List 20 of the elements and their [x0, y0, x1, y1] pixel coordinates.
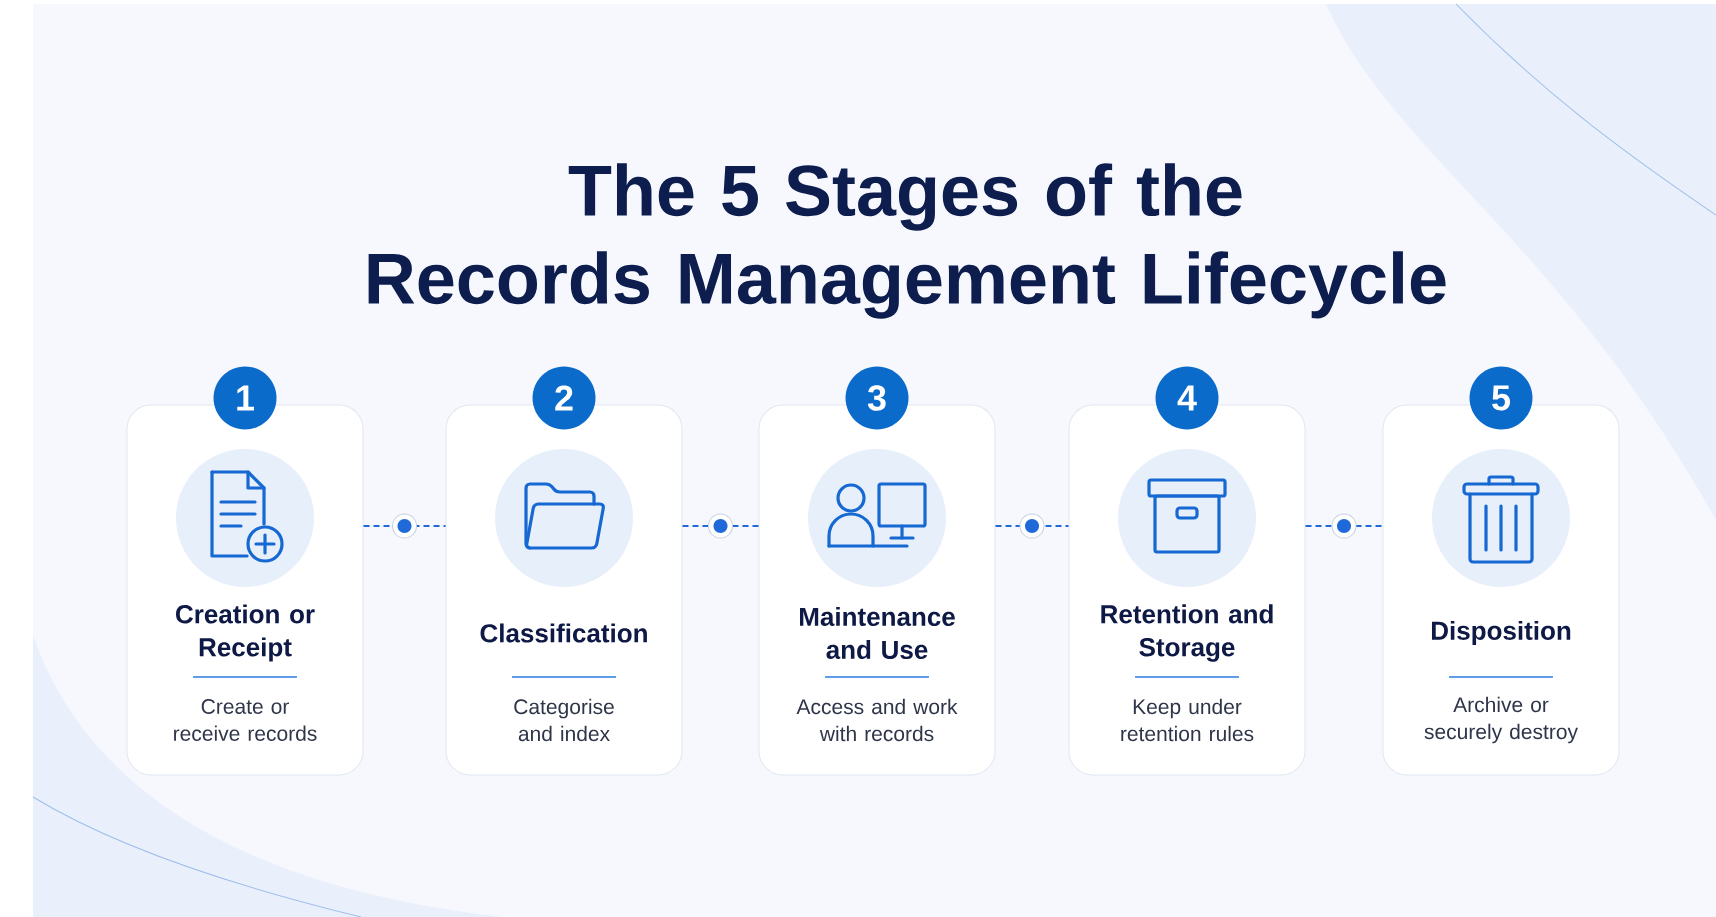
stage-description: Keep under retention rules	[1121, 698, 1254, 742]
stage-heading: Maintenance and Use	[800, 606, 955, 660]
number-badge: 5	[1469, 366, 1533, 430]
number-badge: 1	[213, 366, 277, 430]
stage-heading: Creation or Receipt	[176, 604, 315, 662]
title: The 5 Stages of the Records Management Lifecycle	[368, 163, 1446, 319]
dashed-connector	[362, 525, 447, 527]
dashed-connector	[681, 525, 760, 527]
stage-heading: Classification	[480, 623, 647, 643]
stage-description: Access and work with records	[796, 698, 958, 742]
stage-description: Create or receive records	[174, 699, 317, 741]
number-badge: 2	[532, 366, 596, 430]
stage-heading: Disposition	[1431, 620, 1571, 646]
stage-description: Categorise and index	[514, 698, 614, 742]
number-badge: 4	[1155, 366, 1219, 430]
stage-description: Archive or securely destroy	[1424, 696, 1578, 744]
number-badge: 3	[845, 366, 909, 430]
stage-heading: Retention and Storage	[1101, 604, 1273, 662]
dashed-connector	[994, 525, 1070, 527]
dashed-connector	[1304, 525, 1384, 527]
